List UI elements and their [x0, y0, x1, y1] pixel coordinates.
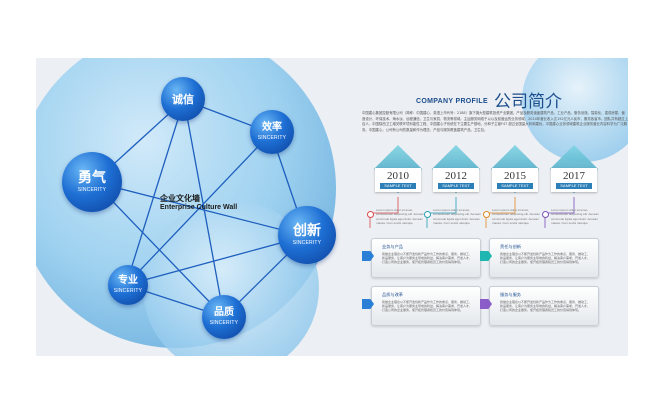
business-card-title: 责任与创新: [500, 244, 521, 249]
business-card-title: 服务与服务: [500, 292, 521, 297]
card-arrow-tab: [480, 251, 492, 261]
business-card-text: 我做企业理念以不断开发创新产品作为工作的重点，服务、推动工，新品服务，让客户为服…: [382, 252, 473, 265]
node-label-cn: 勇气: [78, 170, 106, 186]
timeline-note: Lorem ipsum dolor sit amet, consectetuer…: [433, 208, 481, 226]
company-profile-title-en: COMPANY PROFILE: [416, 98, 488, 105]
node-label-cn: 效率: [262, 122, 282, 133]
value-node-courage: 勇气 SINCERITY: [62, 152, 122, 212]
value-node-efficiency: 效率 SINCERITY: [250, 110, 294, 154]
timeline-year-card: 2017 SAMPLE TEXT: [549, 144, 599, 194]
node-label-cn: 诚信: [172, 92, 194, 106]
timeline-note: Lorem ipsum dolor sit amet, consectetuer…: [551, 208, 599, 226]
value-node-innovation: 创新 SINCERITY: [278, 206, 336, 264]
business-card-text: 我做企业理念以不断开发创新产品作为工作的重点，服务、推动工，新品服务，让客户为服…: [382, 300, 473, 313]
timeline-dot: [367, 211, 374, 218]
timeline-dot: [542, 211, 549, 218]
company-intro-text: 中国建心集团控股有限公司（简称：中国建心，英语上市代号：2188）旗下拥大型建筑…: [362, 111, 629, 132]
year-label: 2010: [387, 170, 409, 182]
timeline-year-card: 2012 SAMPLE TEXT: [431, 144, 481, 194]
node-label-en: SINCERITY: [209, 320, 239, 326]
year-sample-text: SAMPLE TEXT: [497, 183, 533, 189]
business-card-responsibility: 责任与创新 我做企业理念以不断开发创新产品作为工作的重点，服务、推动工，新品服务…: [480, 238, 599, 278]
business-card-service: 服务与服务 我做企业理念以不断开发创新产品作为工作的重点，服务、推动工，新品服务…: [480, 286, 599, 326]
node-label-cn: 创新: [293, 223, 321, 239]
business-card-title: 品质与改革: [382, 292, 403, 297]
timeline-note: Lorem ipsum dolor sit amet, consectetuer…: [376, 208, 424, 226]
card-arrow-tab: [480, 299, 492, 309]
node-label-en: SINCERITY: [257, 135, 287, 141]
culture-wall-title-en: Enterprise Culture Wall: [160, 204, 238, 211]
timeline-dot: [483, 211, 490, 218]
node-label-en: SINCERITY: [292, 240, 322, 246]
card-arrow-tab: [362, 299, 374, 309]
year-sample-text: SAMPLE TEXT: [556, 183, 592, 189]
value-node-integrity: 诚信: [161, 77, 205, 121]
top-right-bubble: [522, 58, 628, 162]
culture-wall-board: 诚信 效率 SINCERITY 勇气 SINCERITY 创新 SINCERIT…: [36, 58, 628, 356]
node-label-en: SINCERITY: [77, 187, 107, 193]
timeline-year-card: 2010 SAMPLE TEXT: [373, 144, 423, 194]
year-label: 2015: [504, 170, 526, 182]
business-card-text: 我做企业理念以不断开发创新产品作为工作的重点，服务、推动工，新品服务，让客户为服…: [500, 300, 591, 313]
node-label-cn: 专业: [118, 275, 138, 286]
card-arrow-tab: [362, 251, 374, 261]
node-label-en: SINCERITY: [113, 288, 143, 294]
culture-wall-title-cn: 企业文化墙: [160, 194, 200, 203]
node-label-cn: 品质: [214, 307, 234, 318]
value-node-quality: 品质 SINCERITY: [202, 295, 246, 339]
timeline-dot: [424, 211, 431, 218]
business-card-text: 我做企业理念以不断开发创新产品作为工作的重点，服务、推动工，新品服务，让客户为服…: [500, 252, 591, 265]
value-node-professional: 专业 SINCERITY: [108, 265, 148, 305]
business-card-title: 业务与产品: [382, 244, 403, 249]
year-sample-text: SAMPLE TEXT: [380, 183, 416, 189]
business-card-products: 业务与产品 我做企业理念以不断开发创新产品作为工作的重点，服务、推动工，新品服务…: [362, 238, 481, 278]
timeline-year-card: 2015 SAMPLE TEXT: [490, 144, 540, 194]
year-label: 2017: [563, 170, 585, 182]
company-profile-title-cn: 公司简介: [494, 92, 562, 112]
year-label: 2012: [445, 170, 467, 182]
business-card-quality: 品质与改革 我做企业理念以不断开发创新产品作为工作的重点，服务、推动工，新品服务…: [362, 286, 481, 326]
timeline-note: Lorem ipsum dolor sit amet, consectetuer…: [492, 208, 540, 226]
year-sample-text: SAMPLE TEXT: [438, 183, 474, 189]
mid-bubble: [143, 200, 319, 356]
